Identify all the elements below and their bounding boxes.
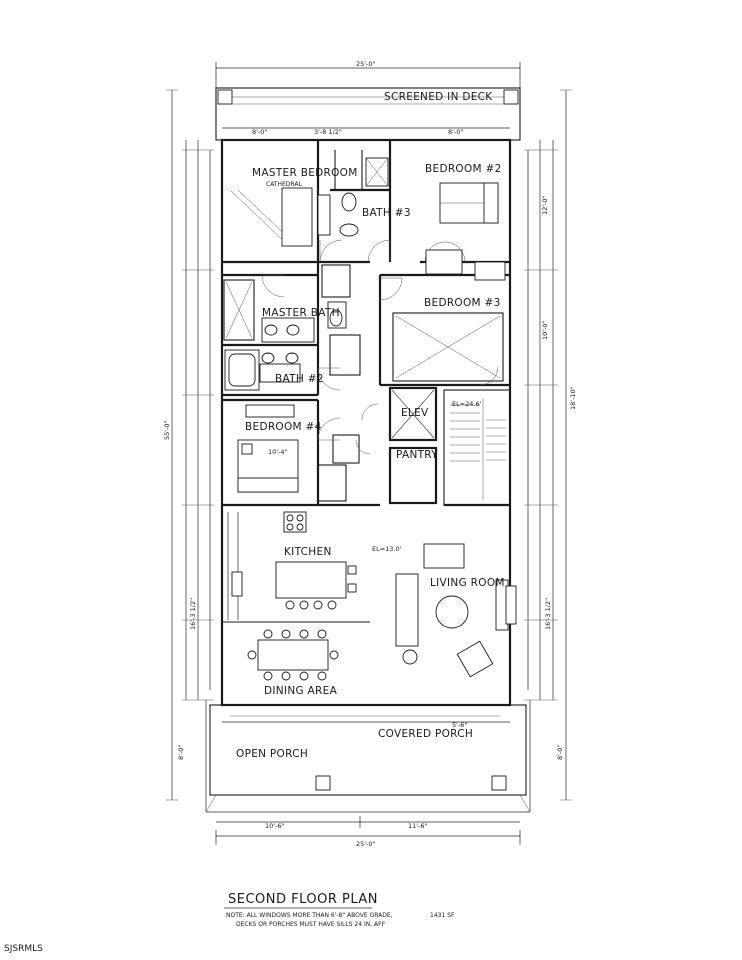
label-pantry: PANTRY (396, 449, 438, 461)
dimension-lines (166, 62, 572, 845)
label-master-bedroom-sub: CATHEDRAL (266, 181, 302, 188)
dim-el-stair: EL=24.6' (452, 400, 482, 408)
label-covered-porch: COVERED PORCH (378, 728, 473, 740)
dim-bed3-right: 10'-0" (541, 320, 549, 340)
dim-right-overall: 18'-10" (569, 386, 577, 410)
label-bath-3: BATH #3 (362, 207, 411, 219)
dim-bed2-right: 12'-0" (541, 195, 549, 215)
dimension-labels: 25'-0" 25'-0" 10'-6" 11'-6" 8'-0" 3'-8 1… (163, 60, 577, 848)
drawing-note-line1: NOTE: ALL WINDOWS MORE THAN 6'-8" ABOVE … (226, 912, 393, 919)
drawing-title: SECOND FLOOR PLAN (228, 892, 378, 907)
interior-walls (222, 140, 511, 623)
room-labels: SCREENED IN DECK MASTER BEDROOM CATHEDRA… (236, 91, 505, 760)
dim-left-overall: 55'-0" (163, 420, 171, 440)
label-bedroom-3: BEDROOM #3 (424, 297, 501, 309)
label-living-room: LIVING ROOM (430, 577, 505, 589)
label-bedroom-2: BEDROOM #2 (425, 163, 502, 175)
drawing-note-line2: DECKS OR PORCHES MUST HAVE SILLS 24 IN. … (236, 921, 386, 928)
dim-porch-left: 8'-0" (177, 745, 185, 760)
dim-bottom-left: 10'-6" (265, 822, 285, 830)
porch (205, 700, 531, 813)
door-swings (261, 239, 499, 455)
watermark: SJSRMLS (4, 944, 43, 954)
dim-overall-bottom: 25'-0" (356, 840, 376, 848)
screened-deck (215, 87, 521, 141)
label-dining-area: DINING AREA (264, 685, 338, 697)
label-elevator: ELEV (401, 407, 429, 419)
fixtures (224, 157, 517, 681)
label-open-porch: OPEN PORCH (236, 748, 308, 760)
dim-kitchen-left: 16'-3 1/2" (189, 598, 197, 630)
label-master-bedroom: MASTER BEDROOM (252, 167, 358, 179)
dim-porch-span: 5'-6" (452, 721, 467, 729)
dim-deck-b: 3'-8 1/2" (314, 128, 342, 136)
label-bedroom-4: BEDROOM #4 (245, 421, 322, 433)
label-master-bath: MASTER BATH (262, 307, 340, 319)
dim-deck-c: 8'-0" (448, 128, 463, 136)
dim-living-right: 16'-3 1/2" (544, 598, 552, 630)
dim-porch-right: 8'-0" (556, 745, 564, 760)
dim-deck-a: 8'-0" (252, 128, 267, 136)
dim-el-kitchen: EL=13.0' (372, 545, 402, 553)
label-bath-2: BATH #2 (275, 373, 324, 385)
dim-bottom-right: 11'-6" (408, 822, 428, 830)
label-kitchen: KITCHEN (284, 546, 332, 558)
dim-bedroom4: 10'-4" (268, 448, 288, 456)
dim-overall-top: 25'-0" (356, 60, 376, 68)
drawing-area: 1431 SF (430, 912, 455, 919)
title-block: SECOND FLOOR PLAN NOTE: ALL WINDOWS MORE… (224, 892, 455, 928)
label-screened-deck: SCREENED IN DECK (384, 91, 493, 103)
